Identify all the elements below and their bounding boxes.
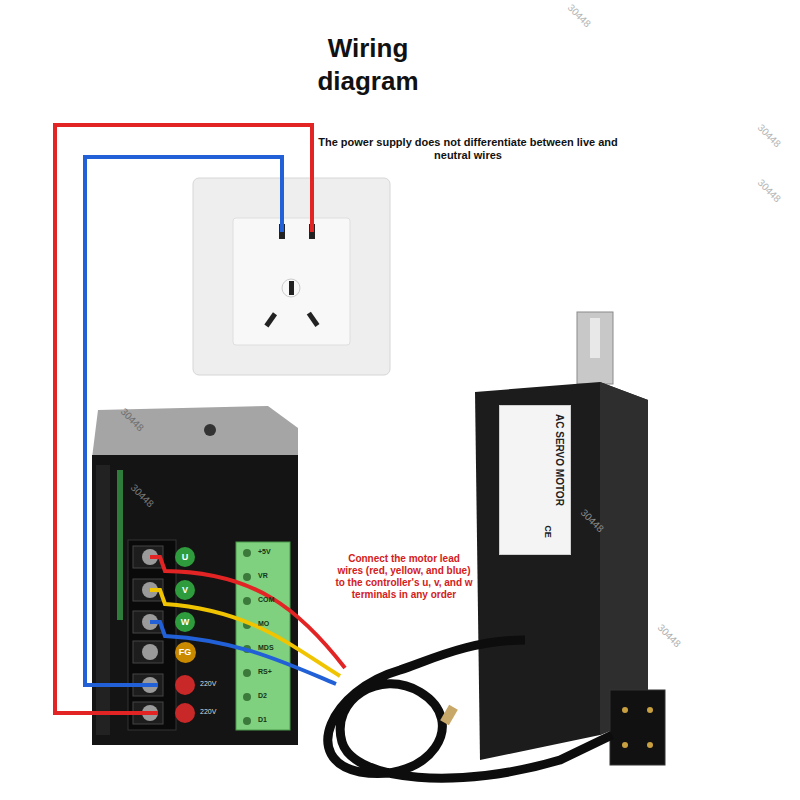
terminal-marker: V — [175, 580, 195, 600]
motor-cable — [328, 640, 612, 778]
signal-connector — [243, 669, 251, 677]
ce-mark: CE — [542, 525, 553, 538]
pin-name: +5V — [258, 548, 271, 556]
power-wire — [55, 125, 312, 713]
terminal-marker — [175, 703, 195, 723]
nameplate-text: AC SERVO MOTOR — [554, 414, 565, 506]
terminal-name: V — [182, 585, 188, 595]
signal-connector — [236, 542, 290, 730]
motor-body — [622, 742, 628, 748]
power-socket — [233, 218, 350, 345]
diagram-title: Wiring diagram — [298, 32, 438, 97]
voltage-label: 220V — [200, 680, 216, 688]
controller-housing — [96, 465, 110, 735]
terminal-marker: W — [175, 612, 195, 632]
controller-housing — [92, 455, 298, 745]
terminal-marker: FG — [175, 642, 196, 663]
power-socket — [193, 178, 390, 375]
signal-connector — [243, 717, 251, 725]
motor-lead-wire — [150, 622, 336, 684]
motor-body — [600, 382, 648, 735]
terminal-name: FG — [179, 647, 192, 657]
motor-nameplate: AC SERVO MOTOR — [499, 405, 571, 555]
controller-housing — [117, 470, 123, 620]
terminal-screw — [142, 644, 158, 660]
watermark: 30448 — [755, 122, 783, 150]
terminal-marker: U — [175, 547, 195, 567]
motor-body — [610, 690, 665, 765]
pin-name: MDS — [258, 644, 274, 652]
power-wire — [55, 125, 312, 713]
motor-lead-wire — [150, 557, 345, 684]
watermark: 30448 — [565, 2, 593, 30]
pin-name: RS+ — [258, 668, 272, 676]
motor-body — [590, 318, 600, 358]
callout-note: Connect the motor lead wires (red, yello… — [334, 553, 474, 601]
watermark: 30448 — [655, 622, 683, 650]
power-socket — [307, 312, 320, 327]
motor-body — [647, 707, 653, 713]
controller-housing — [92, 406, 298, 458]
signal-connector — [243, 549, 251, 557]
controller-housing — [92, 406, 298, 745]
terminal-screw — [133, 546, 163, 724]
motor-body — [647, 742, 653, 748]
motor-body — [475, 312, 665, 765]
controller-housing — [204, 424, 216, 436]
pin-name: D1 — [258, 716, 267, 724]
terminal-marker — [175, 675, 195, 695]
signal-connector — [243, 597, 251, 605]
note: The power supply does not differentiate … — [318, 136, 618, 162]
pin-name: MO — [258, 620, 269, 628]
motor-cable — [328, 640, 612, 778]
voltage-label: 220V — [200, 708, 216, 716]
pin-name: COM — [258, 596, 274, 604]
terminal-marker — [175, 675, 195, 723]
terminal-name: U — [182, 552, 189, 562]
power-socket — [289, 281, 294, 295]
power-socket — [282, 279, 300, 297]
terminal-screw — [133, 641, 163, 663]
power-socket — [264, 312, 277, 327]
watermark: 30448 — [755, 177, 783, 205]
motor-lead-wire — [150, 590, 340, 676]
motor-body — [622, 707, 628, 713]
signal-connector — [236, 542, 290, 730]
signal-connector — [243, 693, 251, 701]
pin-name: D2 — [258, 692, 267, 700]
pin-name: VR — [258, 572, 268, 580]
signal-connector — [243, 573, 251, 581]
power-socket — [193, 178, 390, 375]
motor-body — [577, 312, 613, 384]
terminal-name: W — [181, 617, 190, 627]
motor-cable — [440, 705, 458, 726]
